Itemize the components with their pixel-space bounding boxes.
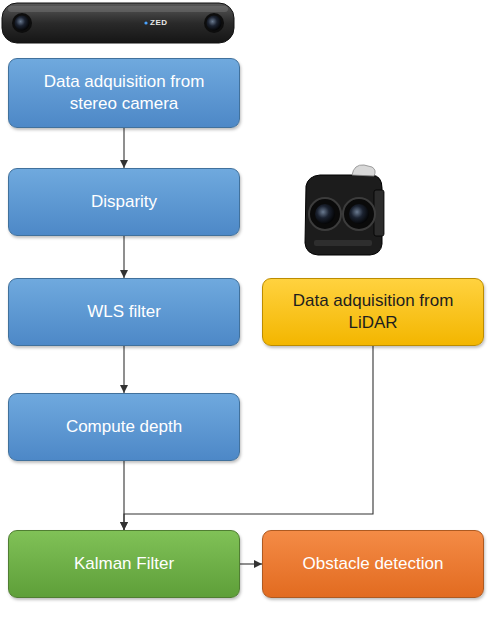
- box-text: Kalman Filter: [74, 553, 174, 575]
- logo-label: ZED: [150, 18, 168, 27]
- process-box: Compute depth: [8, 393, 240, 461]
- process-box: Data adquisition from stereo camera: [8, 58, 240, 128]
- process-box: WLS filter: [8, 278, 240, 346]
- flow-arrow: [123, 236, 124, 278]
- flow-arrow: [123, 128, 124, 168]
- filter-box: Kalman Filter: [8, 530, 240, 598]
- flow-arrow: [123, 346, 124, 393]
- output-box: Obstacle detection: [262, 530, 484, 598]
- box-text: WLS filter: [87, 301, 161, 323]
- input-box: Data adquisition from LiDAR: [262, 278, 484, 346]
- box-text: Data adquisition from stereo camera: [31, 71, 217, 115]
- flow-arrow: [240, 563, 262, 564]
- lidar-picture: [305, 165, 384, 255]
- process-box: Disparity: [8, 168, 240, 236]
- box-text: Disparity: [91, 191, 157, 213]
- stereo-camera-picture: [2, 3, 234, 43]
- box-text: Data adquisition from LiDAR: [285, 290, 461, 334]
- box-text: Compute depth: [66, 416, 182, 438]
- box-text: Obstacle detection: [303, 553, 444, 575]
